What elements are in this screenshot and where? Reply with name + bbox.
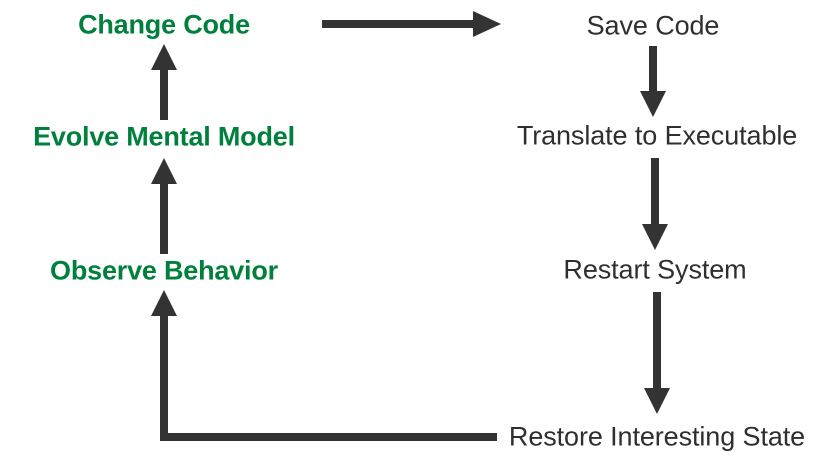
edge-save-to-translate [640,46,666,117]
node-save-code[interactable]: Save Code [586,10,720,41]
node-restore-interesting-state[interactable]: Restore Interesting State [508,421,806,452]
edge-translate-to-restart [642,158,668,250]
edge-restore-to-observe [151,290,497,441]
node-observe-behavior[interactable]: Observe Behavior [50,255,278,286]
edge-evolve-to-change [151,44,177,120]
node-evolve-mental-model[interactable]: Evolve Mental Model [33,121,295,152]
node-change-code[interactable]: Change Code [78,9,250,40]
edge-observe-to-evolve [151,158,177,254]
edge-restart-to-restore [644,292,670,414]
node-translate-to-executable[interactable]: Translate to Executable [516,120,798,151]
edge-change-to-save [322,11,501,37]
node-restart-system[interactable]: Restart System [563,254,747,285]
